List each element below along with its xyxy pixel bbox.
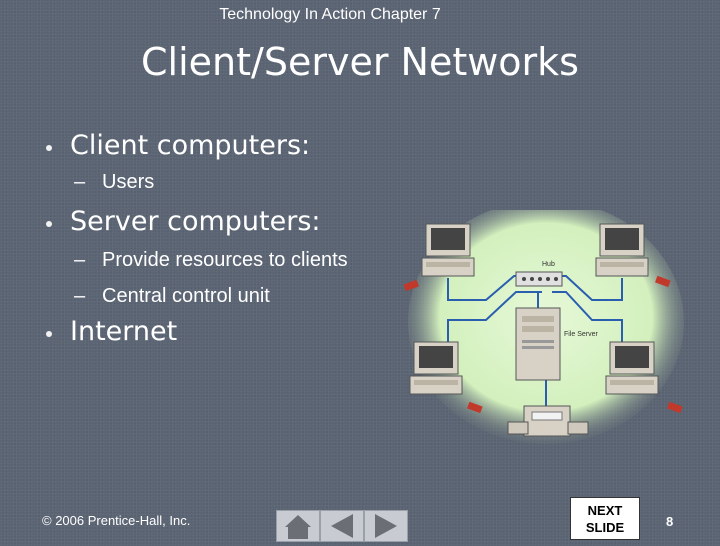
bullet-text: Client computers: [70, 130, 311, 161]
next-arrow-button[interactable] [364, 510, 408, 542]
dash-icon: – [74, 285, 86, 307]
file-server-label: File Server [564, 331, 599, 338]
bullet-text: Server computers: [70, 206, 321, 237]
back-arrow-icon [331, 514, 353, 538]
client-computer-icon [595, 223, 671, 288]
bullet-server-computers: Server computers: [40, 204, 348, 240]
bullet-client-computers: Client computers: [40, 128, 348, 164]
bullet-text: Internet [70, 316, 178, 347]
sub-bullet-users: – Users [40, 164, 348, 200]
bullet-dot-icon [46, 145, 52, 151]
slide-title: Client/Server Networks [141, 40, 579, 84]
printer-icon [507, 405, 589, 437]
next-slide-button[interactable]: NEXT SLIDE [570, 497, 640, 540]
hub-label: Hub [542, 261, 555, 268]
client-computer-icon [605, 341, 683, 414]
client-computer-icon [403, 223, 475, 292]
slide-header: Technology In Action Chapter 7 [219, 6, 441, 23]
forward-arrow-icon [375, 514, 397, 538]
sub-bullet-central-control: – Central control unit [40, 278, 348, 314]
bullet-list: Client computers: – Users Server compute… [40, 128, 348, 350]
home-icon [285, 515, 311, 539]
bullet-internet: Internet [40, 314, 348, 350]
copyright-text: © 2006 Prentice-Hall, Inc. [42, 513, 191, 528]
dash-icon: – [74, 249, 86, 271]
client-computer-icon [409, 341, 483, 414]
sub-bullet-text: Provide resources to clients [102, 249, 348, 271]
next-slide-label-line2: SLIDE [585, 520, 625, 535]
hub-icon [515, 271, 563, 287]
file-server-icon [515, 307, 561, 381]
bullet-dot-icon [46, 221, 52, 227]
sub-bullet-text: Central control unit [102, 285, 270, 307]
previous-slide-button[interactable] [320, 510, 364, 542]
next-slide-label-line1: NEXT [587, 503, 623, 518]
page-number: 8 [666, 514, 674, 529]
network-diagram: Hub File Server [403, 210, 684, 444]
dash-icon: – [74, 171, 86, 193]
sub-bullet-provide-resources: – Provide resources to clients [40, 242, 348, 278]
sub-bullet-text: Users [102, 171, 155, 193]
home-button[interactable] [276, 510, 320, 542]
bullet-dot-icon [46, 331, 52, 337]
